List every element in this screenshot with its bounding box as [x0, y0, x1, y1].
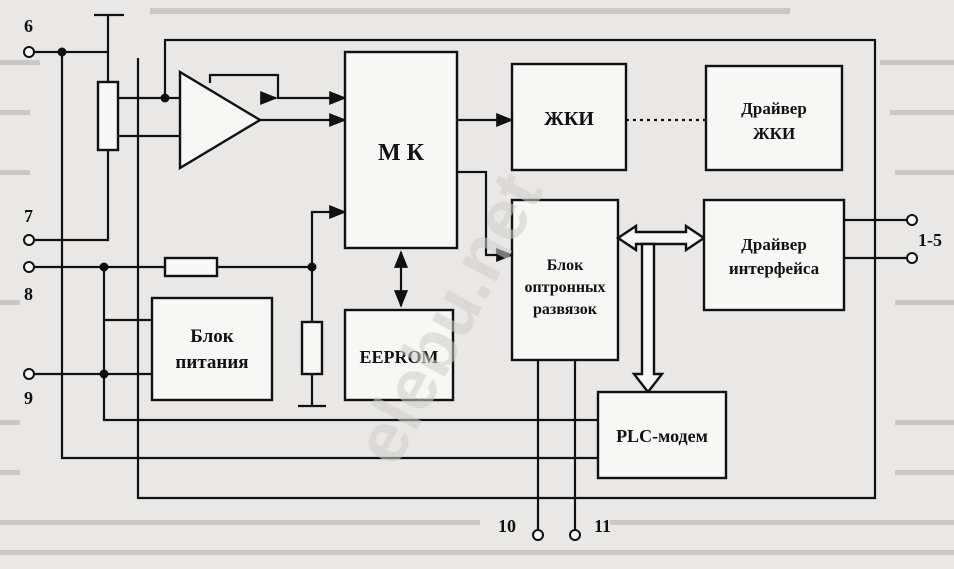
plc-modem-block	[596, 390, 728, 480]
terminal-8-circuit	[23, 204, 347, 408]
plc-modem-label: PLC-модем	[616, 426, 708, 446]
amplifier-triangle	[178, 69, 263, 171]
terminal-1-5-b	[906, 252, 918, 264]
potentiometer	[96, 80, 120, 152]
terminal-9	[23, 368, 35, 380]
background-text-texture	[0, 8, 954, 555]
power-label-2: питания	[175, 352, 248, 373]
resistor-horizontal	[163, 256, 219, 278]
terminal-1-5-label: 1-5	[918, 230, 942, 250]
terminal-10-label: 10	[498, 516, 516, 536]
mk-block	[343, 50, 459, 250]
terminal-9-label: 9	[24, 388, 33, 408]
bus-double-arrow	[615, 223, 707, 253]
terminal-1-5-a	[906, 214, 918, 226]
zhki-label: ЖКИ	[544, 108, 594, 130]
driver-zhki-label-2: ЖКИ	[753, 124, 795, 143]
eeprom-label: EEPROM	[360, 347, 439, 367]
outer-frame-wire	[136, 38, 877, 500]
plc-double-arrow	[631, 242, 665, 394]
terminal-11	[569, 529, 581, 541]
driver-interface-label-2: интерфейса	[729, 259, 820, 278]
terminal-7-label: 7	[24, 206, 33, 226]
optron-label-2: оптронных	[524, 279, 605, 296]
driver-zhki-block	[704, 64, 844, 172]
power-label-1: Блок	[190, 326, 233, 347]
resistor-vertical	[300, 320, 324, 376]
mk-label: М К	[378, 140, 425, 166]
eeprom-block	[343, 308, 455, 402]
terminal-7	[23, 234, 35, 246]
terminal-8	[23, 261, 35, 273]
optron-label-3: развязок	[533, 301, 598, 318]
zhki-block	[510, 62, 628, 172]
driver-interface-label-1: Драйвер	[741, 235, 807, 254]
optron-block	[510, 198, 620, 362]
driver-interface-block	[702, 198, 846, 312]
optron-label-1: Блок	[547, 257, 584, 274]
driver-zhki-label-1: Драйвер	[741, 99, 807, 118]
terminal-8-label: 8	[24, 284, 33, 304]
terminal-6-label: 6	[24, 16, 33, 36]
terminal-9-circuit	[23, 267, 598, 422]
terminal-6	[23, 46, 35, 58]
terminal-6-circuit	[23, 13, 598, 460]
terminal-10	[532, 529, 544, 541]
power-block	[150, 296, 274, 402]
terminal-11-label: 11	[594, 516, 611, 536]
